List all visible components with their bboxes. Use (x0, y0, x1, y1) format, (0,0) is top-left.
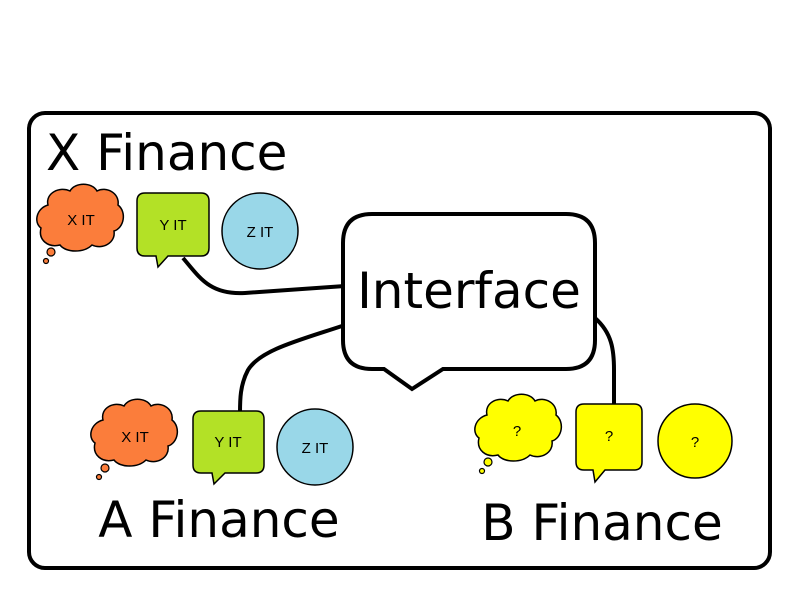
speech-bubble-icon (575, 403, 643, 484)
cloud-icon (90, 398, 179, 481)
group-a: X IT Y IT Z IT A Finance (90, 398, 354, 549)
b-finance-title: B Finance (481, 494, 722, 552)
x-it-label-3: Z IT (247, 224, 274, 241)
circle-icon (221, 192, 299, 270)
x-it-label-2: Y IT (159, 217, 186, 234)
speech-bubble-icon (192, 410, 265, 486)
connector-x-yit (181, 256, 346, 296)
x-it-label-1: X IT (67, 212, 95, 229)
interface-bubble (341, 212, 597, 392)
circle-icon (657, 403, 733, 479)
circle-icon (276, 408, 354, 486)
b-it-label-2: ? (605, 428, 613, 445)
a-it-label-3: Z IT (302, 440, 329, 457)
cloud-icon (36, 183, 125, 265)
cloud-icon (474, 393, 563, 475)
interface-label: Interface (357, 262, 581, 320)
connector-a-yit (238, 324, 343, 414)
a-it-label-1: X IT (121, 429, 149, 446)
frame-title: X Finance (46, 124, 287, 182)
speech-bubble-icon (136, 192, 210, 269)
connector-b-question (593, 316, 616, 404)
group-b: ? ? ? B Finance (474, 393, 733, 552)
b-it-label-3: ? (691, 434, 699, 451)
b-it-label-1: ? (513, 423, 521, 440)
a-finance-title: A Finance (98, 491, 339, 549)
group-x: X IT Y IT Z IT (36, 183, 299, 270)
a-it-label-2: Y IT (214, 434, 241, 451)
